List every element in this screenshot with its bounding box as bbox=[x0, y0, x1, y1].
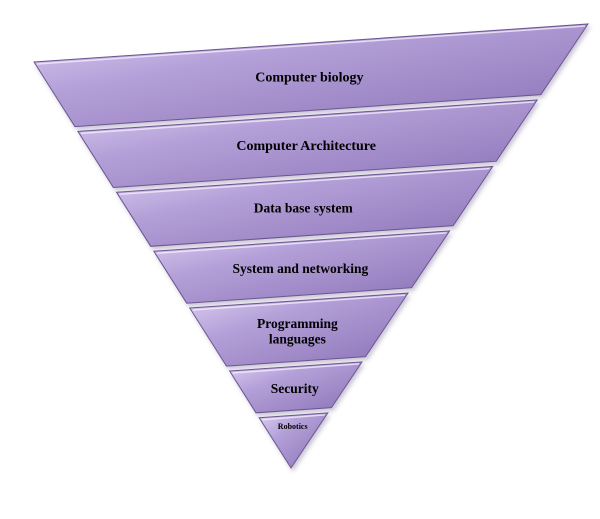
pyramid-label-line: System and networking bbox=[233, 261, 369, 276]
pyramid-layer-robotics bbox=[258, 412, 329, 469]
pyramid-label-line: Computer Architecture bbox=[236, 139, 376, 154]
pyramid-label-data-base-system: Data base system bbox=[254, 200, 354, 215]
pyramid-label-line: Data base system bbox=[254, 200, 354, 215]
pyramid-layer-programming-languages bbox=[188, 292, 409, 367]
pyramid-layers bbox=[33, 23, 589, 469]
pyramid-layer-computer-biology bbox=[33, 23, 589, 128]
pyramid-layer-highlight bbox=[262, 414, 325, 421]
pyramid-layer-data-base-system bbox=[115, 165, 494, 247]
pyramid-label-line: Security bbox=[271, 381, 319, 396]
pyramid-label-computer-biology: Computer biology bbox=[255, 71, 363, 86]
pyramid-label-line: Computer biology bbox=[255, 71, 363, 86]
pyramid-label-line: Robotics bbox=[278, 422, 308, 431]
pyramid-layer-highlight bbox=[119, 167, 490, 196]
pyramid-layer-highlight bbox=[192, 294, 406, 311]
pyramid-label-computer-architecture: Computer Architecture bbox=[236, 139, 376, 154]
pyramid-layer-security bbox=[228, 361, 363, 414]
pyramid-label-line: languages bbox=[269, 331, 326, 346]
pyramid-label-robotics: Robotics bbox=[278, 422, 308, 431]
pyramid-layer-highlight bbox=[156, 232, 447, 254]
pyramid-label-security: Security bbox=[271, 381, 319, 396]
pyramid-layer-highlight bbox=[80, 101, 535, 135]
pyramid-layer-highlight bbox=[232, 363, 360, 374]
pyramid-label-line: Programming bbox=[257, 316, 338, 331]
pyramid-layer-highlight bbox=[36, 25, 586, 65]
pyramid-layer-computer-architecture bbox=[77, 99, 539, 189]
pyramid-label-system-and-networking: System and networking bbox=[233, 261, 369, 276]
